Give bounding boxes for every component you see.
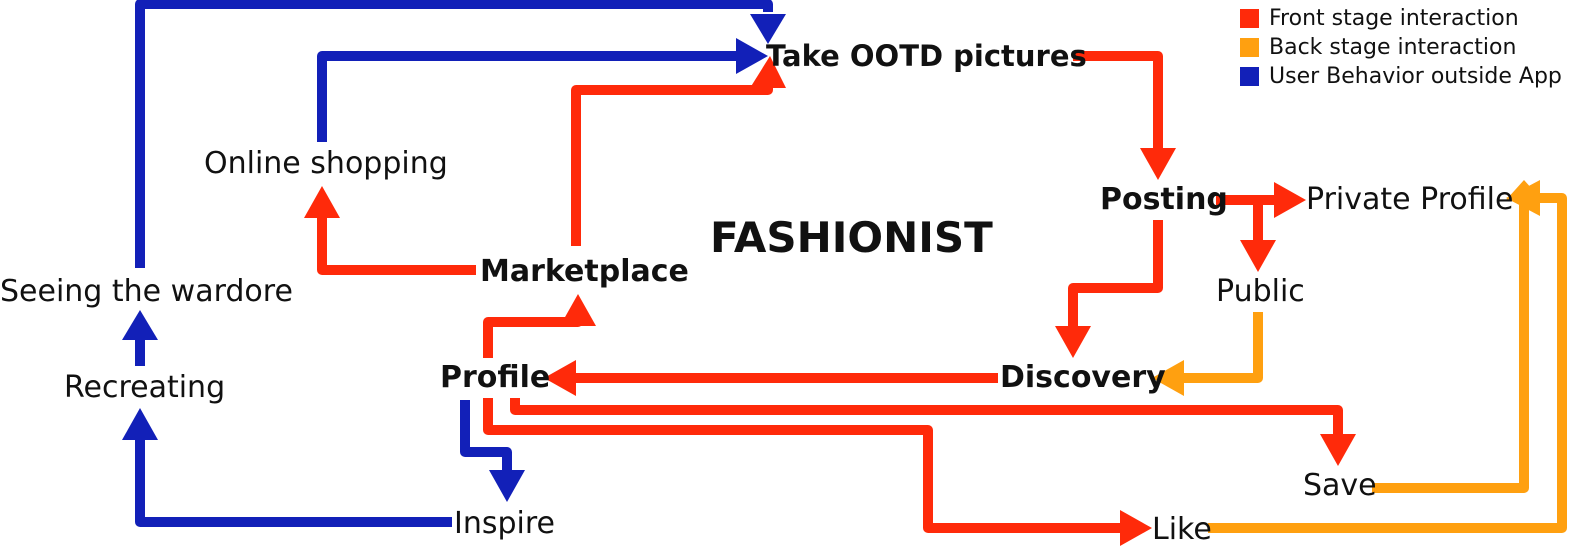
legend-swatch-front	[1240, 9, 1259, 28]
edge-profile-to-save	[510, 398, 1343, 438]
node-private-profile: Private Profile	[1306, 182, 1514, 217]
node-online-shopping: Online shopping	[204, 146, 448, 181]
edge-profile-to-inspire	[460, 400, 512, 470]
edge-profile-to-marketplace	[483, 306, 583, 358]
diagram-title: FASHIONIST	[710, 213, 993, 262]
legend-item-front: Front stage interaction	[1240, 4, 1562, 33]
edge-marketplace-to-shopping	[317, 216, 476, 275]
node-save: Save	[1303, 468, 1377, 503]
arrowhead-inspire-to-recreating	[122, 408, 158, 440]
arrowhead-profile-to-marketplace	[560, 294, 596, 326]
arrowhead-ootd-to-posting	[1140, 148, 1176, 180]
arrowhead-profile-to-save	[1320, 434, 1356, 466]
edge-shopping-to-ootd	[317, 51, 738, 142]
arrowhead-like-to-private	[1506, 180, 1540, 216]
node-posting: Posting	[1100, 182, 1228, 217]
legend-swatch-back	[1240, 38, 1259, 57]
legend-swatch-outside	[1240, 67, 1259, 86]
legend-item-back: Back stage interaction	[1240, 33, 1562, 62]
edge-inspire-to-recreating	[135, 438, 452, 527]
arrowhead-profile-to-inspire	[489, 470, 525, 502]
node-marketplace: Marketplace	[480, 254, 689, 289]
node-profile: Profile	[440, 360, 551, 395]
arrowhead-profile-to-like	[1120, 510, 1152, 546]
arrowhead-recreating-to-seeing	[122, 310, 158, 340]
legend: Front stage interaction Back stage inter…	[1240, 4, 1562, 91]
legend-item-outside: User Behavior outside App	[1240, 62, 1562, 91]
node-discovery: Discovery	[1000, 360, 1166, 395]
edge-like-to-private	[1208, 193, 1567, 533]
legend-label-front: Front stage interaction	[1269, 5, 1519, 31]
arrowhead-discovery-to-profile	[544, 360, 576, 396]
node-inspire: Inspire	[454, 506, 556, 541]
arrowhead-marketplace-to-shopping	[304, 186, 340, 218]
arrowhead-public-to-discovery	[1152, 360, 1184, 396]
node-like: Like	[1152, 512, 1212, 547]
arrowhead-shopping-to-ootd	[736, 38, 768, 74]
edge-public-to-discovery	[1182, 312, 1263, 383]
node-take-ootd-pictures: Take OOTD pictures	[766, 39, 1087, 73]
arrowhead-seeing-to-ootd	[750, 14, 786, 44]
node-recreating: Recreating	[64, 370, 226, 405]
node-seeing-the-wardrobe: Seeing the wardore	[0, 274, 293, 309]
edge-profile-to-like	[483, 398, 1124, 533]
legend-label-outside: User Behavior outside App	[1269, 63, 1562, 89]
edge-posting-to-discovery	[1068, 220, 1163, 332]
node-public: Public	[1216, 274, 1305, 309]
arrowhead-posting-to-private	[1274, 182, 1306, 218]
arrowhead-posting-to-discovery	[1055, 326, 1091, 358]
arrowhead-marketplace-to-ootd	[750, 56, 786, 88]
edge-save-to-private	[1372, 198, 1529, 493]
arrowhead-posting-to-public	[1240, 240, 1276, 272]
legend-label-back: Back stage interaction	[1269, 34, 1517, 60]
edge-ootd-to-posting	[1073, 51, 1163, 150]
edge-seeing-to-ootd	[135, 0, 773, 268]
